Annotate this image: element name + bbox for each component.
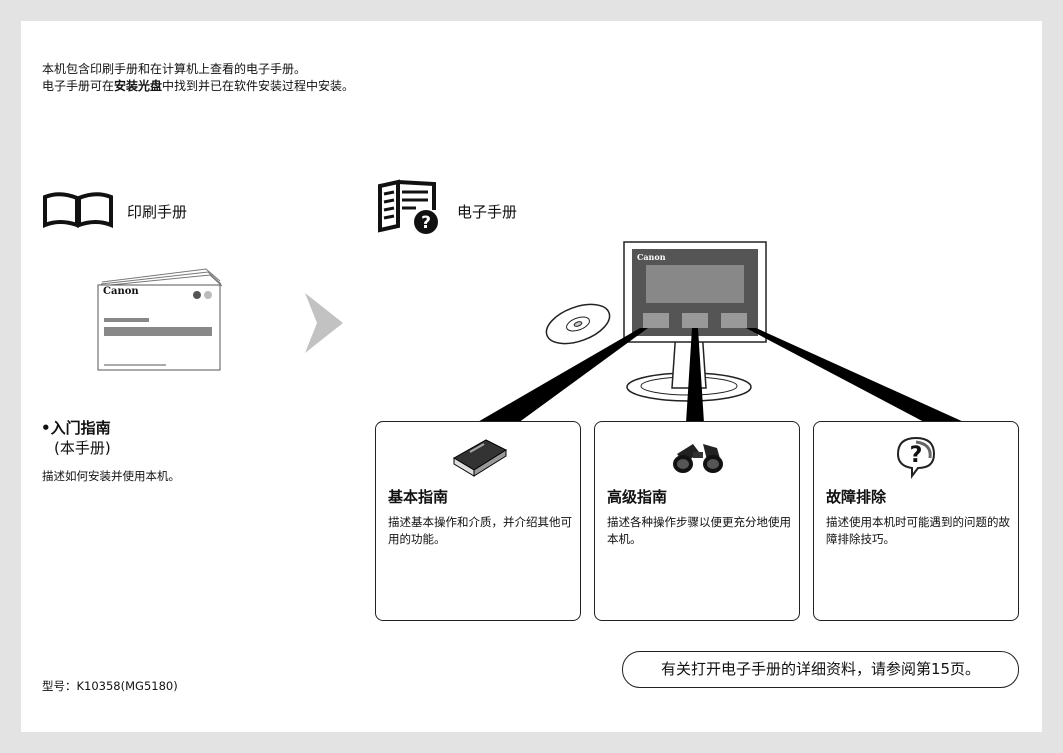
intro-line-1: 本机包含印刷手册和在计算机上查看的电子手册。 <box>42 62 307 76</box>
question-bubble-icon: ? <box>896 436 936 479</box>
card-title: 高级指南 <box>607 488 668 506</box>
getting-started-title: •入门指南 <box>41 419 111 437</box>
card-troubleshooting[interactable]: ? 故障排除 描述使用本机时可能遇到的问题的故障排除技巧。 <box>813 421 1019 621</box>
e-manual-icon: ? <box>378 179 438 234</box>
card-title: 故障排除 <box>826 488 887 506</box>
monitor-brand: Canon <box>637 252 666 262</box>
e-manual-label: 电子手册 <box>457 203 518 221</box>
card-desc: 描述各种操作步骤以便更充分地使用本机。 <box>607 515 791 546</box>
monitor-illustration <box>476 241 966 423</box>
card-basic-guide[interactable]: 基本指南 描述基本操作和介质，并介绍其他可用的功能。 <box>375 421 581 621</box>
card-desc: 描述使用本机时可能遇到的问题的故障排除技巧。 <box>826 515 1010 546</box>
svg-text:?: ? <box>910 443 923 468</box>
card-advanced-guide[interactable]: 高级指南 描述各种操作步骤以便更充分地使用本机。 <box>594 421 800 621</box>
booklet-brand: Canon <box>103 286 139 297</box>
card-title: 基本指南 <box>388 488 449 506</box>
binoculars-icon <box>673 444 723 473</box>
printed-manual-label: 印刷手册 <box>127 203 188 221</box>
arrow-right-icon <box>305 293 343 353</box>
intro-text: 本机包含印刷手册和在计算机上查看的电子手册。 电子手册可在安装光盘中找到并已在软… <box>42 61 354 95</box>
booklet-illustration <box>97 268 223 371</box>
getting-started-subtitle: (本手册) <box>54 439 111 457</box>
book-icon <box>453 439 508 477</box>
open-book-icon <box>43 192 113 228</box>
model-number: 型号：K10358(MG5180) <box>42 679 178 693</box>
intro-line-2: 电子手册可在安装光盘中找到并已在软件安装过程中安装。 <box>42 79 355 93</box>
getting-started-desc: 描述如何安装并使用本机。 <box>42 469 180 483</box>
svg-text:?: ? <box>421 213 431 233</box>
reference-note: 有关打开电子手册的详细资料，请参阅第15页。 <box>622 651 1019 688</box>
cd-disc-icon <box>545 303 611 345</box>
card-desc: 描述基本操作和介质，并介绍其他可用的功能。 <box>388 515 572 546</box>
